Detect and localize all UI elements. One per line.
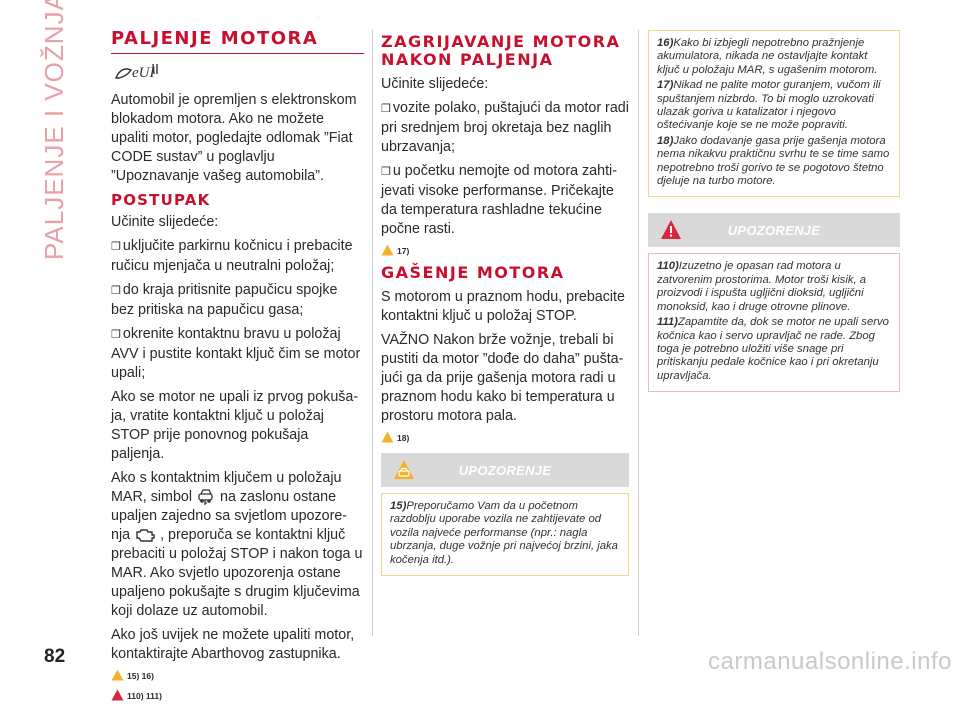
caution-item: 15)Preporučamo Vam da u početnom razdobl… <box>390 500 620 567</box>
caution-text: Kako bi izbjegli nepotrebno pražnjenje a… <box>657 37 878 76</box>
engine-warning-icon <box>136 529 155 542</box>
reference-numbers: 18) <box>397 433 410 443</box>
warning-title: UPOZORENJE <box>727 223 821 239</box>
caution-number: 15) <box>390 500 407 512</box>
warning-number: 111) <box>657 316 678 329</box>
reference-numbers: 17) <box>397 246 410 256</box>
warning-box: 110)Izuzetno je opasan rad motora u zatv… <box>648 253 900 393</box>
watermark: carmanualsonline.info <box>708 648 952 675</box>
text-part: Ako s kontaktnim ključem u položaju MAR,… <box>111 470 342 505</box>
title-line: NAKON PALJENJA <box>381 50 554 69</box>
section-title-starting: PALJENJE MOTORA <box>111 30 364 54</box>
warmup-lead: Učinite slijedeće: <box>381 76 489 92</box>
caution-text: Preporučamo Vam da u početnom razdoblju … <box>390 500 618 566</box>
car-damage-icon <box>393 459 415 486</box>
caution-box: 15)Preporučamo Vam da u početnom razdobl… <box>381 493 629 577</box>
caution-item: 18)Jako dodavanje gasa prije gašenja mot… <box>657 135 891 189</box>
dealer-paragraph: Ako još uvijek ne možete upaliti motor, … <box>111 627 355 662</box>
svg-text:eUI: eUI <box>132 65 155 81</box>
caution-notes-box: 16)Kako bi izbjegli nepotrebno pražnjenj… <box>648 30 900 198</box>
list-item: u početku nemojte od motora zahti-jevati… <box>381 162 629 239</box>
list-item: vozite polako, puštajući da motor radi p… <box>381 99 629 157</box>
caution-item: 17)Nikad ne palite motor guranjem, vučom… <box>657 79 891 133</box>
caution-number: 16) <box>657 37 674 49</box>
caution-item: 16)Kako bi izbjegli nepotrebno pražnjenj… <box>657 37 891 77</box>
page-number: 82 <box>44 646 66 667</box>
list-item: do kraja pritisnite papučicu spojke bez … <box>111 281 364 320</box>
caution-number: 17) <box>657 79 674 92</box>
column-divider <box>638 30 639 636</box>
warning-exclamation-icon <box>660 219 682 246</box>
reference-numbers: 15) 16) <box>127 671 154 681</box>
note-reference: 18) <box>381 431 629 443</box>
intro-paragraph: Automobil je opremljen s elektronskom bl… <box>111 92 357 184</box>
caution-triangle-icon <box>111 669 124 681</box>
caution-text: Jako dodavanje gasa prije gašenja motora… <box>657 134 890 188</box>
warning-header: UPOZORENJE <box>648 213 900 248</box>
caution-triangle-icon <box>381 431 394 443</box>
list-item: uključite parkirnu kočnicu i prebacite r… <box>111 237 364 276</box>
column-notes-warnings: 16)Kako bi izbjegli nepotrebno pražnjenj… <box>648 30 900 393</box>
warning-number: 110) <box>657 260 679 273</box>
important-paragraph: VAŽNO Nakon brže vožnje, trebali bi pust… <box>381 332 624 424</box>
column-starting-engine: PALJENJE MOTORA eUI Automobil je opremlj… <box>111 30 364 709</box>
immobilizer-paragraph: Ako s kontaktnim ključem u položaju MAR,… <box>111 469 364 621</box>
column-warmup-shutdown: ZAGRIJAVANJE MOTORA NAKON PALJENJA Učini… <box>381 30 629 577</box>
warning-title: UPOZORENJE <box>458 463 552 478</box>
caution-number: 18) <box>657 134 674 147</box>
column-divider <box>372 30 373 636</box>
note-reference: 17) <box>381 244 629 256</box>
section-title-shutdown: GAŠENJE MOTORA <box>381 263 565 282</box>
note-reference: 15) 16) <box>111 669 364 681</box>
reference-numbers: 110) 111) <box>127 691 162 701</box>
title-line: ZAGRIJAVANJE MOTORA <box>381 32 621 51</box>
warning-text: Zapamtite da, dok se motor ne upali serv… <box>657 316 889 382</box>
shutdown-paragraph: S motorom u praznom hodu, prebacite kont… <box>381 289 625 324</box>
caution-triangle-icon <box>381 244 394 256</box>
text-part: na zaslonu ostane upaljen zajedno sa svj… <box>111 489 348 543</box>
car-key-icon <box>198 489 213 506</box>
section-title-warmup: ZAGRIJAVANJE MOTORA NAKON PALJENJA <box>381 33 629 69</box>
warning-item: 111)Zapamtite da, dok se motor ne upali … <box>657 316 891 383</box>
eco-drive-icon: eUI <box>113 60 364 87</box>
retry-paragraph: Ako se motor ne upali iz prvog pokuša-ja… <box>111 389 359 462</box>
caution-text: Nikad ne palite motor guranjem, vučom il… <box>657 79 881 132</box>
subsection-procedure: POSTUPAK <box>111 191 211 209</box>
warning-text: Izuzetno je opasan rad motora u zatvoren… <box>657 260 867 313</box>
warning-reference: 110) 111) <box>111 689 364 701</box>
text-part: , preporuča se kontaktni ključ prebaciti… <box>111 527 363 619</box>
warning-header: UPOZORENJE <box>381 453 629 487</box>
chapter-side-title: PALJENJE I VOŽNJA <box>39 0 69 260</box>
warning-triangle-icon <box>111 689 124 701</box>
procedure-lead: Učinite slijedeće: <box>111 214 219 230</box>
warning-item: 110)Izuzetno je opasan rad motora u zatv… <box>657 260 891 314</box>
list-item: okrenite kontaktnu bravu u položaj AVV i… <box>111 325 364 383</box>
